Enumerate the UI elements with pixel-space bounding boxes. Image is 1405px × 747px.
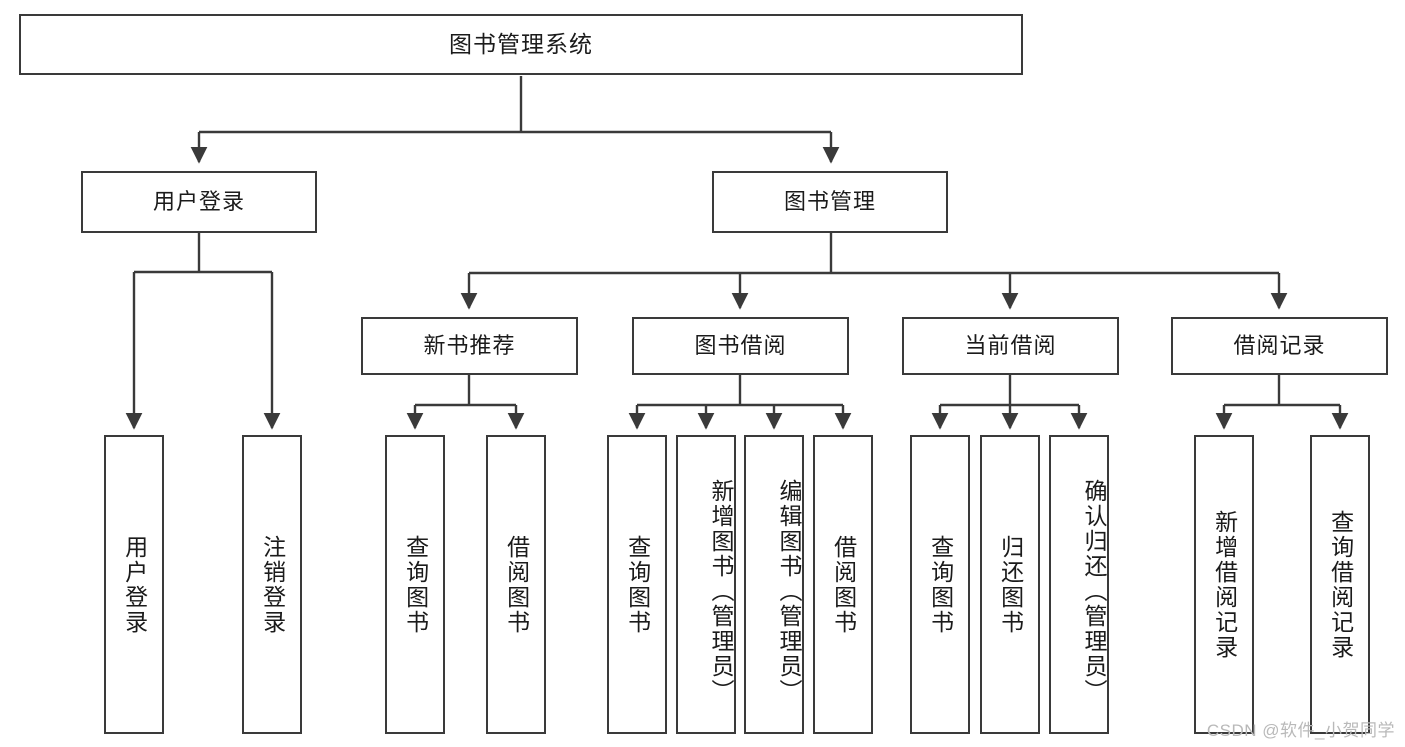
node-label: 查询图书: [402, 534, 429, 635]
leaf-edit-book-admin[interactable]: 编辑图书（管理员）: [744, 435, 804, 734]
node-label: 用户登录: [121, 534, 148, 635]
leaf-return-book[interactable]: 归还图书: [980, 435, 1040, 734]
node-user-login[interactable]: 用户登录: [81, 171, 317, 233]
node-label: 确认归还（管理员）: [1081, 479, 1107, 704]
leaf-add-book-admin[interactable]: 新增图书（管理员）: [676, 435, 736, 734]
node-label: 新书推荐: [423, 332, 516, 358]
node-book-manage[interactable]: 图书管理: [712, 171, 948, 233]
csdn-watermark: CSDN @软件_小贺同学: [1206, 721, 1395, 740]
node-label: 借阅图书: [503, 534, 530, 635]
leaf-query-book-borrow[interactable]: 查询图书: [607, 435, 667, 734]
node-label: 查询借阅记录: [1327, 509, 1354, 660]
leaf-borrow-book-recommend[interactable]: 借阅图书: [486, 435, 546, 734]
node-label: 当前借阅: [964, 332, 1057, 358]
node-book-borrow[interactable]: 图书借阅: [632, 317, 849, 375]
leaf-borrow-book[interactable]: 借阅图书: [813, 435, 873, 734]
leaf-add-borrow-record[interactable]: 新增借阅记录: [1194, 435, 1254, 734]
node-label: 新增图书（管理员）: [708, 479, 734, 704]
node-label: 注销登录: [259, 534, 286, 635]
leaf-query-borrow-record[interactable]: 查询借阅记录: [1310, 435, 1370, 734]
node-label: 图书管理: [783, 188, 876, 214]
node-label: 查询图书: [927, 534, 954, 635]
node-label: 编辑图书（管理员）: [776, 479, 802, 704]
node-label: 图书借阅: [694, 332, 787, 358]
node-borrow-record[interactable]: 借阅记录: [1171, 317, 1388, 375]
node-label: 用户登录: [152, 188, 245, 214]
leaf-user-login[interactable]: 用户登录: [104, 435, 164, 734]
node-label: 借阅记录: [1233, 332, 1326, 358]
leaf-logout-login[interactable]: 注销登录: [242, 435, 302, 734]
node-current-borrow[interactable]: 当前借阅: [902, 317, 1119, 375]
leaf-query-book-current[interactable]: 查询图书: [910, 435, 970, 734]
node-label: 借阅图书: [830, 534, 857, 635]
leaf-confirm-return-admin[interactable]: 确认归还（管理员）: [1049, 435, 1109, 734]
node-label: 图书管理系统: [449, 30, 593, 57]
node-root-system[interactable]: 图书管理系统: [19, 14, 1023, 75]
leaf-query-book-recommend[interactable]: 查询图书: [385, 435, 445, 734]
node-new-book-recommend[interactable]: 新书推荐: [361, 317, 578, 375]
node-label: 查询图书: [624, 534, 651, 635]
node-label: 归还图书: [997, 534, 1024, 635]
node-label: 新增借阅记录: [1211, 509, 1238, 660]
